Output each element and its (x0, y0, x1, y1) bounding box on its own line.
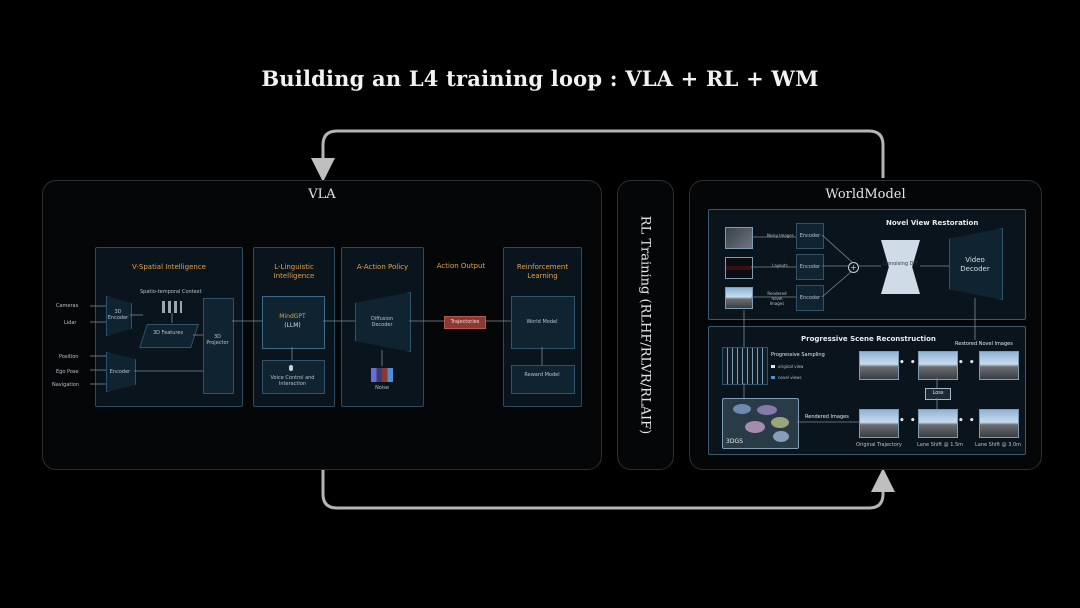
worldmodel-connectors (0, 0, 1080, 608)
